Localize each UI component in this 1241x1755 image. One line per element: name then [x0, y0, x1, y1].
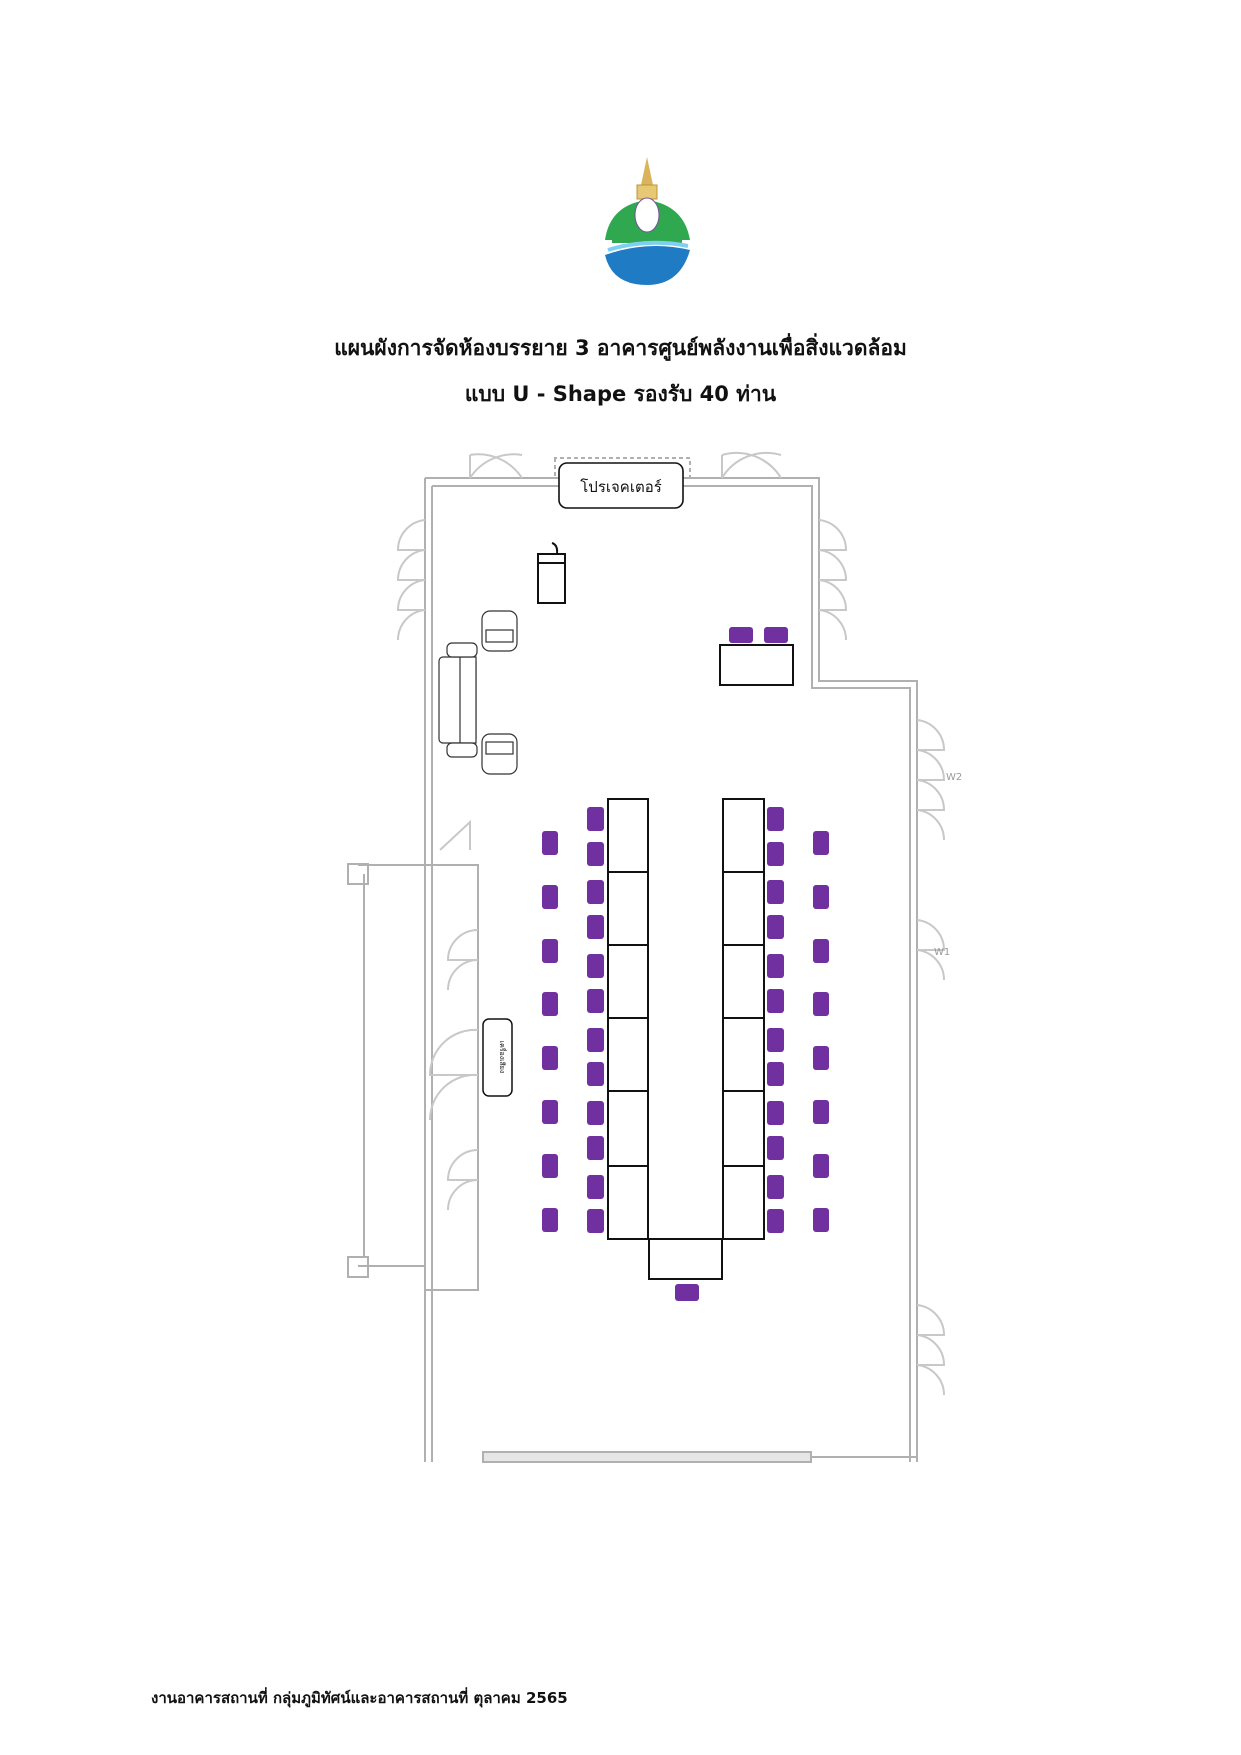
chair: [767, 807, 784, 831]
chair: [767, 1062, 784, 1086]
chair: [587, 1028, 604, 1052]
chair: [767, 880, 784, 904]
chair: [587, 1062, 604, 1086]
chair: [767, 989, 784, 1013]
table: [722, 1017, 765, 1092]
chair: [813, 885, 829, 909]
table: [722, 944, 765, 1019]
chair: [813, 992, 829, 1016]
chair: [767, 1136, 784, 1160]
chair: [813, 1154, 829, 1178]
chair: [587, 1136, 604, 1160]
table: [722, 1090, 765, 1167]
wall-mark-w2: W2: [946, 772, 962, 783]
chair: [587, 1101, 604, 1125]
chair: [767, 1209, 784, 1233]
sound-system-box: เครื่องเสียง: [482, 1018, 513, 1097]
table: [607, 1017, 649, 1092]
chair: [813, 939, 829, 963]
chair: [675, 1284, 699, 1301]
chair: [542, 885, 558, 909]
table: [722, 871, 765, 946]
front-table: [719, 644, 794, 686]
projector-label: โปรเจคเตอร์: [580, 478, 662, 496]
table: [607, 871, 649, 946]
chair: [767, 1028, 784, 1052]
table: [722, 1165, 765, 1240]
chair: [729, 627, 753, 643]
lounge-furniture: [438, 610, 518, 775]
chair: [813, 1100, 829, 1124]
table: [607, 798, 649, 873]
table: [648, 1238, 723, 1280]
chair: [587, 989, 604, 1013]
wall-mark-w1: W1: [934, 947, 950, 958]
logo: [605, 157, 690, 285]
chair: [587, 915, 604, 939]
chair: [813, 1046, 829, 1070]
chair: [587, 1209, 604, 1233]
chair: [813, 1208, 829, 1232]
plan-title: แผนผังการจัดห้องบรรยาย 3 อาคารศูนย์พลังง…: [334, 336, 907, 360]
sound-system-label: เครื่องเสียง: [498, 1041, 507, 1074]
chair: [767, 954, 784, 978]
table: [607, 1165, 649, 1240]
chair: [764, 627, 788, 643]
chair: [767, 1101, 784, 1125]
table: [607, 1090, 649, 1167]
chair: [542, 1046, 558, 1070]
chair: [542, 831, 558, 855]
chair: [542, 992, 558, 1016]
chair: [767, 1175, 784, 1199]
chair: [587, 807, 604, 831]
footer-credit: งานอาคารสถานที่ กลุ่มภูมิทัศน์และอาคารสถ…: [151, 1689, 568, 1707]
walls: [347, 451, 946, 1463]
chair: [542, 1208, 558, 1232]
chair: [767, 842, 784, 866]
u-shape-tables: [607, 798, 765, 1280]
chair: [587, 880, 604, 904]
plan-subtitle: แบบ U - Shape รองรับ 40 ท่าน: [464, 382, 777, 406]
chair: [587, 954, 604, 978]
chair: [813, 831, 829, 855]
table: [722, 798, 765, 873]
chair: [767, 915, 784, 939]
chair: [587, 842, 604, 866]
chair: [542, 1100, 558, 1124]
chair: [587, 1175, 604, 1199]
podium: [537, 542, 566, 604]
chairs: [542, 627, 829, 1301]
chair: [542, 939, 558, 963]
chair: [542, 1154, 558, 1178]
table: [607, 944, 649, 1019]
projector-box: โปรเจคเตอร์: [558, 462, 684, 509]
